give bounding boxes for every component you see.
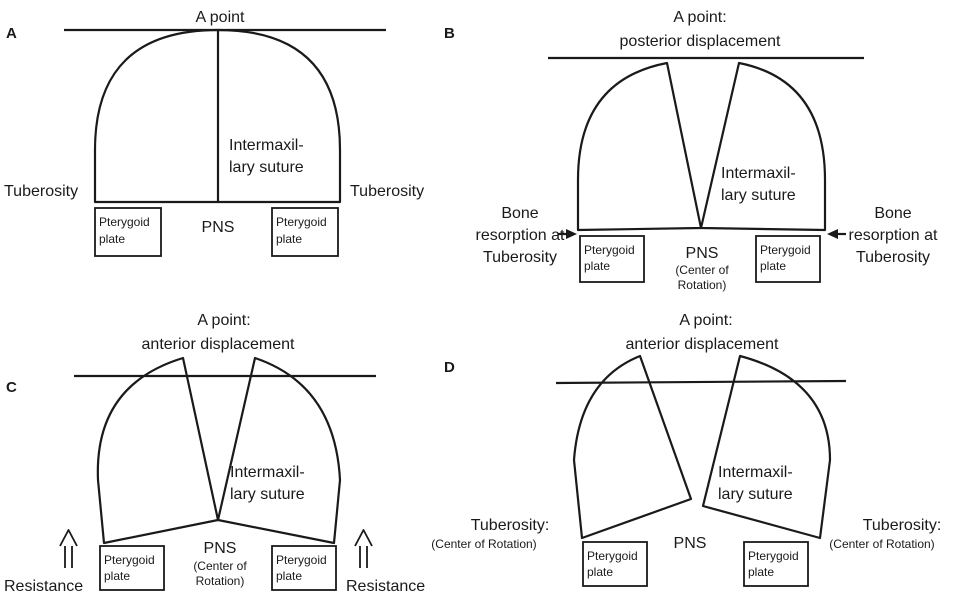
center-of-rotation-line-2: Rotation) xyxy=(196,574,245,588)
bone-resorption-right-line-1: Bone xyxy=(874,205,911,222)
left-maxilla-half xyxy=(576,61,703,232)
resistance-right-label: Resistance xyxy=(346,578,425,595)
right-maxilla-half xyxy=(701,354,832,540)
suture-label-line-1: Intermaxil- xyxy=(718,464,793,481)
a-point-displacement-label: posterior displacement xyxy=(620,33,782,50)
center-of-rotation-line-1: (Center of xyxy=(675,263,729,277)
pterygoid-plate-left xyxy=(579,235,645,283)
arrow-right-icon xyxy=(566,229,577,239)
plate-left-line-2: plate xyxy=(99,232,125,246)
pterygoid-plate-left xyxy=(99,545,165,591)
a-point-label: A point xyxy=(196,9,245,26)
plate-right-line-2: plate xyxy=(276,569,302,583)
pns-label: PNS xyxy=(674,535,707,552)
double-arrow-up-icon xyxy=(354,529,373,568)
pns-label: PNS xyxy=(204,540,237,557)
tuberosity-right-label: Tuberosity: xyxy=(863,517,942,534)
left-maxilla-half xyxy=(572,354,693,540)
center-of-rotation-line-1: (Center of xyxy=(193,559,247,573)
suture-label-line-1: Intermaxil- xyxy=(230,464,305,481)
suture-label-line-2: lary suture xyxy=(718,486,793,503)
plate-left-line-1: Pterygoid xyxy=(104,553,155,567)
double-arrow-up-icon xyxy=(59,529,78,568)
left-maxilla-half xyxy=(96,356,220,545)
center-of-rotation-left-label: (Center of Rotation) xyxy=(431,537,536,551)
suture-label-line-2: lary suture xyxy=(721,187,796,204)
pterygoid-plate-right xyxy=(271,207,339,257)
bone-resorption-left-line-2: resorption at xyxy=(476,227,565,244)
plate-right-line-2: plate xyxy=(276,232,302,246)
plate-left-line-1: Pterygoid xyxy=(584,243,635,257)
panel-a: A A point Intermaxil- lary suture Tubero… xyxy=(4,9,424,257)
bone-resorption-right-line-2: resorption at xyxy=(849,227,938,244)
plate-left-line-1: Pterygoid xyxy=(587,549,638,563)
pterygoid-plate-right xyxy=(755,235,821,283)
plate-right-line-2: plate xyxy=(760,259,786,273)
tuberosity-left-label: Tuberosity: xyxy=(471,517,550,534)
tuberosity-right-label: Tuberosity xyxy=(350,183,424,200)
panel-c: C A point: anterior displacement Interma… xyxy=(4,312,425,595)
panel-b: B A point: posterior displacement Interm… xyxy=(444,9,938,292)
pterygoid-plate-left xyxy=(582,541,648,587)
tuberosity-left-label: Tuberosity xyxy=(4,183,78,200)
bone-resorption-right-line-3: Tuberosity xyxy=(856,249,930,266)
plate-left-line-1: Pterygoid xyxy=(99,215,150,229)
a-point-reference-line xyxy=(555,379,847,385)
a-point-label: A point: xyxy=(673,9,726,26)
suture-label-line-1: Intermaxil- xyxy=(229,137,304,154)
center-of-rotation-line-2: Rotation) xyxy=(678,278,727,292)
center-of-rotation-right-label: (Center of Rotation) xyxy=(829,537,934,551)
right-maxilla-half xyxy=(216,356,342,545)
suture-label-line-2: lary suture xyxy=(230,486,305,503)
plate-right-line-2: plate xyxy=(748,565,774,579)
pterygoid-plate-right xyxy=(271,545,337,591)
panel-b-letter: B xyxy=(444,25,455,42)
plate-right-line-1: Pterygoid xyxy=(748,549,799,563)
bone-resorption-left-line-3: Tuberosity xyxy=(483,249,557,266)
bone-resorption-left-line-1: Bone xyxy=(501,205,538,222)
plate-right-line-1: Pterygoid xyxy=(760,243,811,257)
a-point-displacement-label: anterior displacement xyxy=(626,336,780,353)
a-point-label: A point: xyxy=(679,312,732,329)
panel-a-letter: A xyxy=(6,25,17,42)
plate-right-line-1: Pterygoid xyxy=(276,553,327,567)
right-maxilla-half xyxy=(699,61,827,232)
resistance-left-label: Resistance xyxy=(4,578,83,595)
plate-left-line-2: plate xyxy=(587,565,613,579)
arrow-left-icon xyxy=(827,229,838,239)
a-point-label: A point: xyxy=(197,312,250,329)
pterygoid-plate-right xyxy=(743,541,809,587)
plate-left-line-2: plate xyxy=(584,259,610,273)
pns-label: PNS xyxy=(686,245,719,262)
suture-label-line-2: lary suture xyxy=(229,159,304,176)
panel-d-letter: D xyxy=(444,359,455,376)
plate-right-line-1: Pterygoid xyxy=(276,215,327,229)
panel-c-letter: C xyxy=(6,379,17,396)
a-point-displacement-label: anterior displacement xyxy=(142,336,296,353)
panel-d: D A point: anterior displacement Interma… xyxy=(431,312,942,587)
pterygoid-plate-left xyxy=(94,207,162,257)
plate-left-line-2: plate xyxy=(104,569,130,583)
suture-label-line-1: Intermaxil- xyxy=(721,165,796,182)
pns-label: PNS xyxy=(202,219,235,236)
